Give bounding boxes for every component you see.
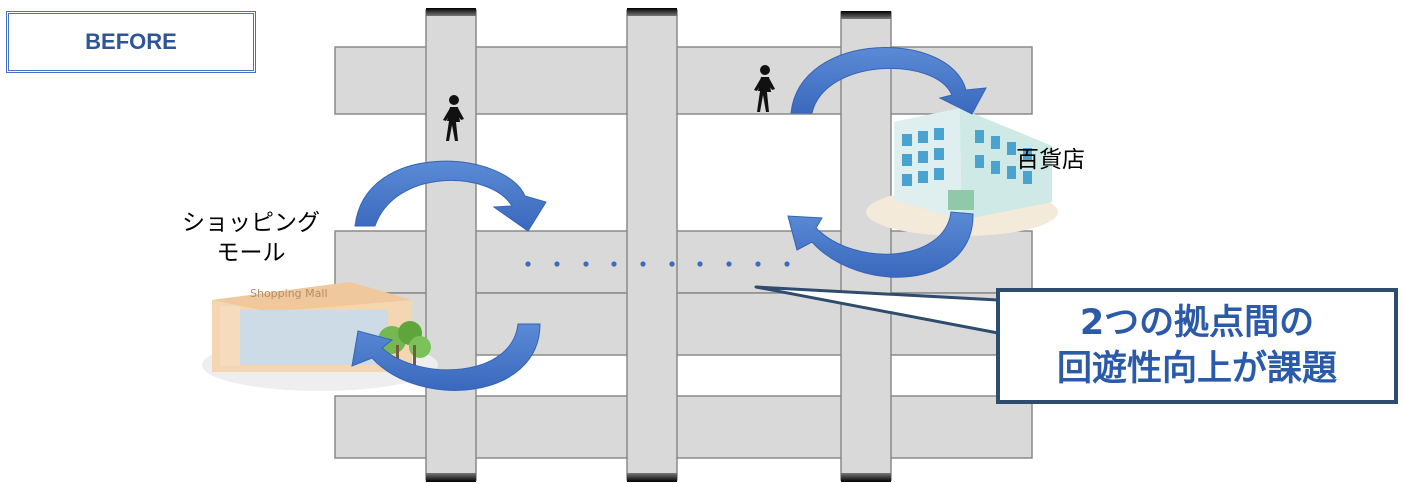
cycle-arrow [351,323,541,391]
street-vertical-right [840,11,892,481]
street-vertical-left [425,9,477,481]
pedestrian-icon [754,65,775,112]
pedestrian-icon [443,95,464,141]
cycle-arrow [787,211,974,278]
before-badge: BEFORE [6,11,256,73]
cycle-arrow [354,160,547,232]
callout-line2: 回遊性向上が課題 [1056,349,1337,389]
shopping-mall-label-line1: ショッピング [182,210,320,236]
svg-text:Shopping Mall: Shopping Mall [250,287,328,300]
before-label: BEFORE [85,29,177,54]
department-store-label: 百貨店 [1016,147,1085,173]
shopping-mall-label: ショッピング モール [166,208,336,268]
shopping-mall-label-line2: モール [216,240,286,266]
department-store-building [866,108,1058,236]
cycle-arrow [790,47,987,115]
dotted-route [525,261,790,267]
street-vertical-center [626,9,678,481]
issue-callout: 2つの拠点間の 回遊性向上が課題 [996,288,1398,404]
callout-line1: 2つの拠点間の [1079,303,1315,343]
